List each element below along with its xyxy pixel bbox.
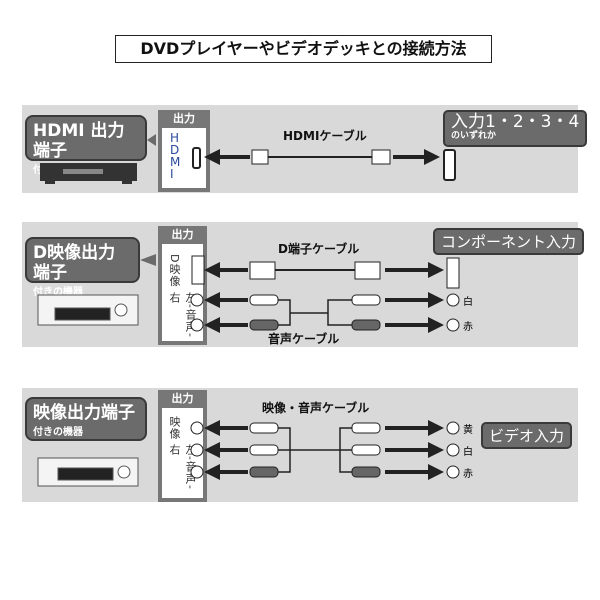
input-label: コンポーネント入力 <box>433 228 585 255</box>
port-label: 左-音声-右 <box>168 444 197 490</box>
port-label: 左-音声-右 <box>168 292 197 338</box>
input-label: ビデオ入力 <box>481 422 573 449</box>
input-sub: のいずれか <box>451 131 497 141</box>
device-sub: 付きの機器 <box>33 427 83 438</box>
red-tag: 赤 <box>463 469 473 480</box>
input-label-box: 入力1・2・3・4 のいずれか <box>443 110 588 147</box>
cable-label: 音声ケーブル <box>268 332 340 346</box>
cable-label: D端子ケーブル <box>278 242 360 256</box>
output-header: 出力 <box>158 390 207 408</box>
cable-label: HDMIケーブル <box>283 129 367 143</box>
device-sub: 付きの機器 <box>33 165 83 176</box>
output-box: 出力 映像 左-音声-右 <box>158 390 207 502</box>
output-box: 出力 D映像 左-音声-右 <box>158 226 207 345</box>
output-header: 出力 <box>158 226 207 244</box>
device-sub: 付きの機器 <box>33 287 83 298</box>
cable-label: 映像・音声ケーブル <box>262 401 370 415</box>
device-label: 映像出力端子 <box>33 403 135 423</box>
white-tag: 白 <box>463 447 473 458</box>
output-box: 出力 HDMI <box>158 110 210 192</box>
port-label: 映像 <box>168 416 181 440</box>
page-title: DVDプレイヤーやビデオデッキとの接続方法 <box>115 35 492 63</box>
red-tag: 赤 <box>463 322 473 333</box>
d-device-label: D映像出力端子 付きの機器 <box>25 237 140 298</box>
white-tag: 白 <box>463 297 473 308</box>
device-label: D映像出力端子 <box>33 243 116 283</box>
hdmi-device-label: HDMI 出力端子 付きの機器 <box>25 115 147 176</box>
video-device-label: 映像出力端子 付きの機器 <box>25 397 147 441</box>
port-label: D映像 <box>168 254 181 288</box>
port-label: HDMI <box>170 131 182 181</box>
yellow-tag: 黄 <box>463 425 473 436</box>
input-label: 入力1・2・3・4 <box>451 112 580 132</box>
output-header: 出力 <box>158 110 210 128</box>
device-label: HDMI 出力端子 <box>33 121 125 161</box>
